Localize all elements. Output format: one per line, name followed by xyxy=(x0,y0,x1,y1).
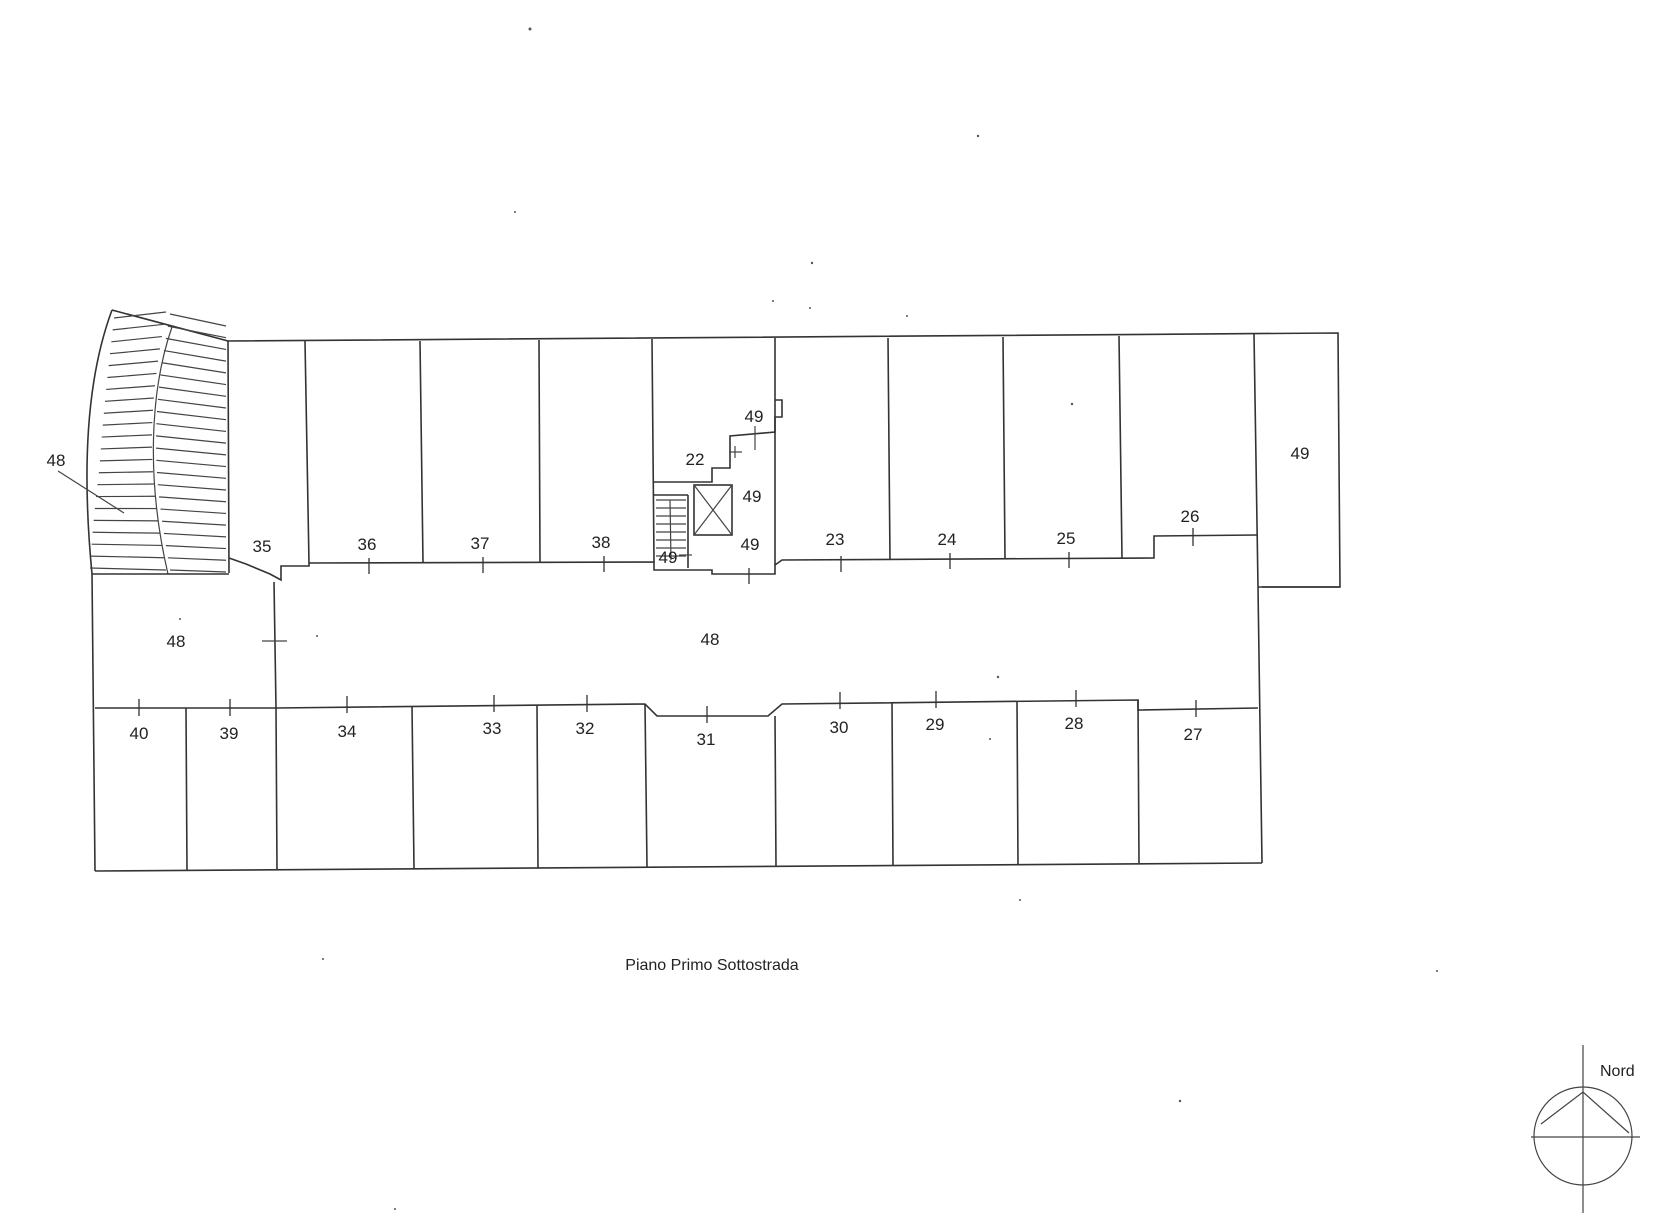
label-core-stair: 49 xyxy=(659,548,678,567)
label-25: 25 xyxy=(1057,529,1076,548)
ramp-tread-inner xyxy=(165,545,227,550)
compass-north-label: Nord xyxy=(1600,1063,1635,1080)
label-34: 34 xyxy=(338,722,357,741)
outer-walls xyxy=(91,332,1341,872)
ramp-tread-outer xyxy=(101,434,153,438)
ramp-tread-outer xyxy=(113,311,167,319)
label-35: 35 xyxy=(253,537,272,556)
ramp-tread-inner xyxy=(169,569,227,573)
ramp-tread-outer xyxy=(103,409,154,414)
lower-row-walls xyxy=(95,699,1259,871)
ramp-tread-outer xyxy=(109,348,160,355)
label-29: 29 xyxy=(926,715,945,734)
label-36: 36 xyxy=(358,535,377,554)
ramp-tread-inner xyxy=(165,337,227,351)
label-28: 28 xyxy=(1065,714,1084,733)
upper-row-walls xyxy=(228,333,1340,588)
ramp-tread-inner xyxy=(169,313,227,327)
label-stair-landing: 22 xyxy=(686,450,705,469)
ramp-tread-inner xyxy=(163,532,227,538)
ramp-tread-outer xyxy=(104,397,154,402)
label-27: 27 xyxy=(1184,725,1203,744)
label-room-east: 49 xyxy=(1291,444,1310,463)
ramp-tread-inner xyxy=(159,496,227,503)
label-38: 38 xyxy=(592,533,611,552)
ramp-tread-outer xyxy=(107,372,157,379)
label-31: 31 xyxy=(697,730,716,749)
ramp-tread-outer xyxy=(106,385,156,391)
label-core-lift: 49 xyxy=(743,487,762,506)
ramp xyxy=(86,309,230,575)
label-23: 23 xyxy=(826,530,845,549)
ramp-tread-inner xyxy=(156,410,227,421)
ramp-tread-inner xyxy=(167,557,227,561)
ramp-tread-inner xyxy=(160,374,227,386)
ramp-tread-outer xyxy=(99,458,153,462)
label-33: 33 xyxy=(483,719,502,738)
label-32: 32 xyxy=(576,719,595,738)
ramp-tread-inner xyxy=(162,362,227,374)
ramp-tread-outer xyxy=(89,567,167,571)
ramp-tread-outer xyxy=(112,323,164,331)
label-24: 24 xyxy=(938,530,957,549)
label-39: 39 xyxy=(220,724,239,743)
ramp-tread-outer xyxy=(108,360,159,367)
label-37: 37 xyxy=(471,534,490,553)
ramp-tread-outer xyxy=(92,531,160,534)
ramp-tread-inner xyxy=(155,447,227,456)
label-40: 40 xyxy=(130,724,149,743)
ramp-tread-inner xyxy=(157,484,227,491)
ramp-tread-inner xyxy=(162,520,227,526)
ramp-tread-outer xyxy=(90,555,164,559)
ramp-tread-outer xyxy=(100,446,153,450)
door-ticks xyxy=(57,470,1197,723)
label-corridor-main: 48 xyxy=(701,630,720,649)
ramp-tread-inner xyxy=(160,508,227,515)
scan-specks xyxy=(179,27,1438,1210)
north-compass: Nord xyxy=(1531,1045,1640,1213)
ramp-tread-inner xyxy=(157,398,227,409)
room-labels: 48 48 48 22 49 49 49 49 49 35 36 37 38 2… xyxy=(47,407,1310,749)
corridor xyxy=(262,581,287,709)
ramp-tread-inner xyxy=(156,423,227,433)
ramp-tread-inner xyxy=(163,349,227,362)
ramp-tread-outer xyxy=(111,335,162,343)
label-ramp: 48 xyxy=(47,451,66,470)
ramp-tread-inner xyxy=(155,435,227,444)
ramp-tread-inner xyxy=(156,459,227,468)
ramp-tread-inner xyxy=(158,386,227,397)
label-core-bottom: 49 xyxy=(741,535,760,554)
ramp-tread-outer xyxy=(91,543,162,547)
ramp-tread-outer xyxy=(98,471,153,474)
ramp-hatch xyxy=(89,311,227,573)
label-core-top: 49 xyxy=(745,407,764,426)
label-corridor-west: 48 xyxy=(167,632,186,651)
label-26: 26 xyxy=(1181,507,1200,526)
core xyxy=(654,399,783,568)
ramp-tread-inner xyxy=(167,325,227,339)
ramp-tread-inner xyxy=(156,471,227,479)
ramp-tread-outer xyxy=(102,421,153,426)
label-30: 30 xyxy=(830,718,849,737)
ramp-tread-outer xyxy=(97,483,154,486)
plan-caption: Piano Primo Sottostrada xyxy=(625,957,799,974)
